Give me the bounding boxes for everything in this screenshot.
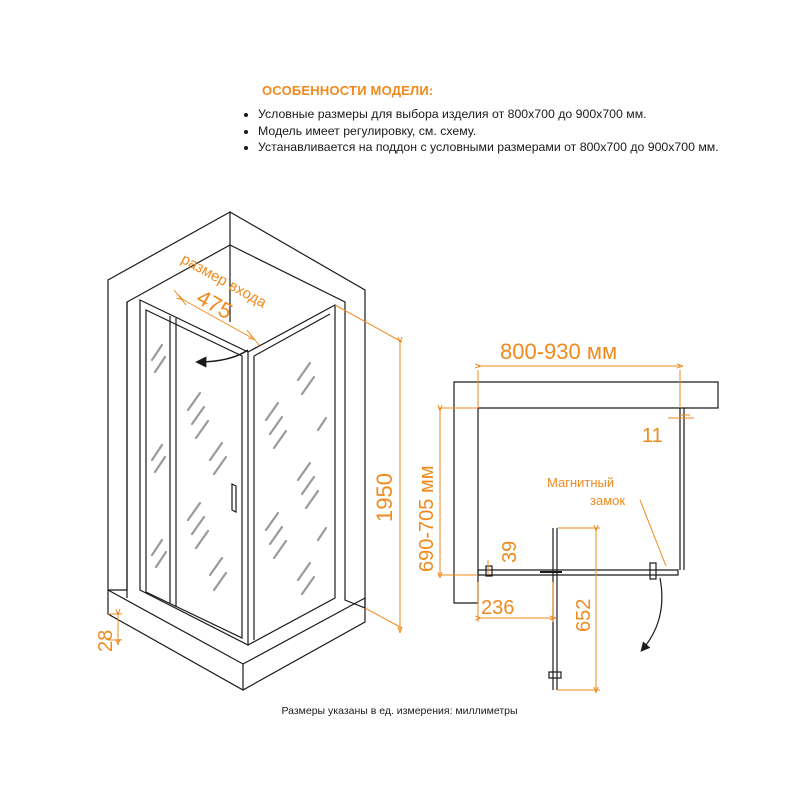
plan-swing-arrow [640,577,663,652]
glass-pattern [150,343,328,596]
height-value: 1950 [372,473,397,522]
features-list: Условные размеры для выбора изделия от 8… [240,107,760,156]
feature-item-tray: Устанавливается на поддон с условными ра… [244,140,760,156]
door-swing-arrow [195,349,249,368]
base-height-value: 28 [95,630,117,652]
plan-width-value: 800-930 мм [500,339,617,364]
iso-dimensions [108,289,402,642]
feature-item-adjust: Модель имеет регулировку, см. схему. [244,124,760,140]
fixed-panel [247,303,336,646]
magnetic-lock-label-2: замок [590,493,625,508]
isometric-view [107,210,366,691]
shower-tray [107,589,366,691]
units-footnote: Размеры указаны в ед. измерения: миллиме… [281,705,518,717]
plan-dimensions [438,366,694,690]
plan-depth-value: 690-705 мм [416,466,438,572]
features-heading: ОСОБЕННОСТИ МОДЕЛИ: [262,83,434,98]
dim-236-value: 236 [481,597,514,619]
offset-11-value: 11 [642,425,663,447]
dim-652-value: 652 [573,599,595,632]
model-features: ОСОБЕННОСТИ МОДЕЛИ: Условные размеры для… [240,83,760,157]
feature-item-size: Условные размеры для выбора изделия от 8… [244,107,760,123]
dim-39-value: 39 [499,541,521,563]
magnetic-lock-label-1: Магнитный [547,475,614,490]
plan-view [453,381,719,690]
